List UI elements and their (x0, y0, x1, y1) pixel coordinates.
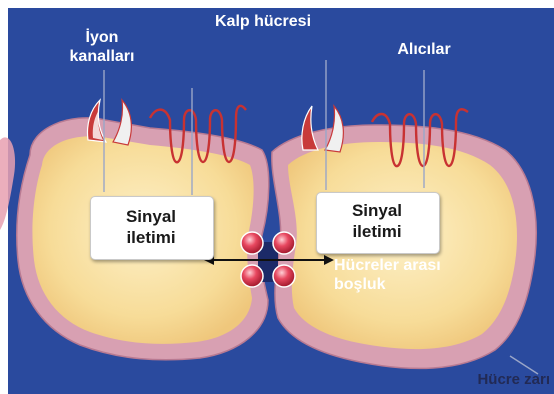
receptors-label: Alıcılar (376, 40, 472, 59)
intercellular-space-label: Hücreler arası boşluk (334, 256, 474, 294)
left-signal-label: Sinyal iletimi (90, 206, 212, 248)
ion-channels-line1: İyon (52, 28, 152, 47)
left-signal-line1: Sinyal (90, 206, 212, 227)
left-signal-line2: iletimi (90, 227, 212, 248)
diagram-title: Kalp hücresi (196, 12, 330, 31)
cell-membrane-label: Hücre zarı (440, 370, 550, 389)
intercellular-line2: boşluk (334, 275, 474, 294)
right-signal-line2: iletimi (316, 221, 438, 242)
ion-channels-label: İyon kanalları (52, 28, 152, 66)
ion-channels-line2: kanalları (52, 47, 152, 66)
right-signal-label: Sinyal iletimi (316, 200, 438, 242)
right-signal-line1: Sinyal (316, 200, 438, 221)
intercellular-line1: Hücreler arası (334, 256, 474, 275)
